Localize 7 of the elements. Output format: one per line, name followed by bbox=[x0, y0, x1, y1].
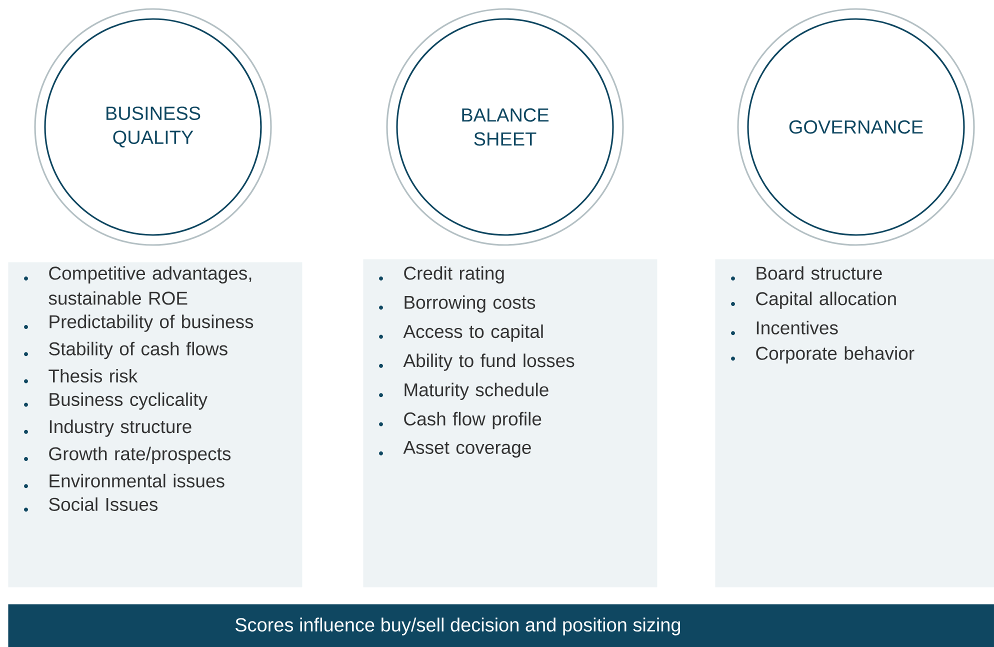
circle-heading: GOVERNANCE bbox=[737, 8, 975, 246]
list-panel: Credit rating Borrowing costs Access to capital Ability to fund losses Maturity schedule Cash flow profile Asset coverage bbox=[363, 259, 658, 588]
circle-heading: BALANCE SHEET bbox=[386, 8, 624, 246]
circle-heading: BUSINESS QUALITY bbox=[34, 8, 272, 246]
list-panel: Board structure Capital allocation Incentives Corporate behavior bbox=[715, 259, 994, 588]
banner: Scores influence buy/sell decision and position sizing bbox=[8, 604, 994, 647]
list-panel: Competitive advantages, sustainable ROE Predictability of business Stability of cash flows Thesis risk Business cyclicality Industry structure Growth rate/prospects Environmental issues Social Issues bbox=[8, 262, 302, 588]
